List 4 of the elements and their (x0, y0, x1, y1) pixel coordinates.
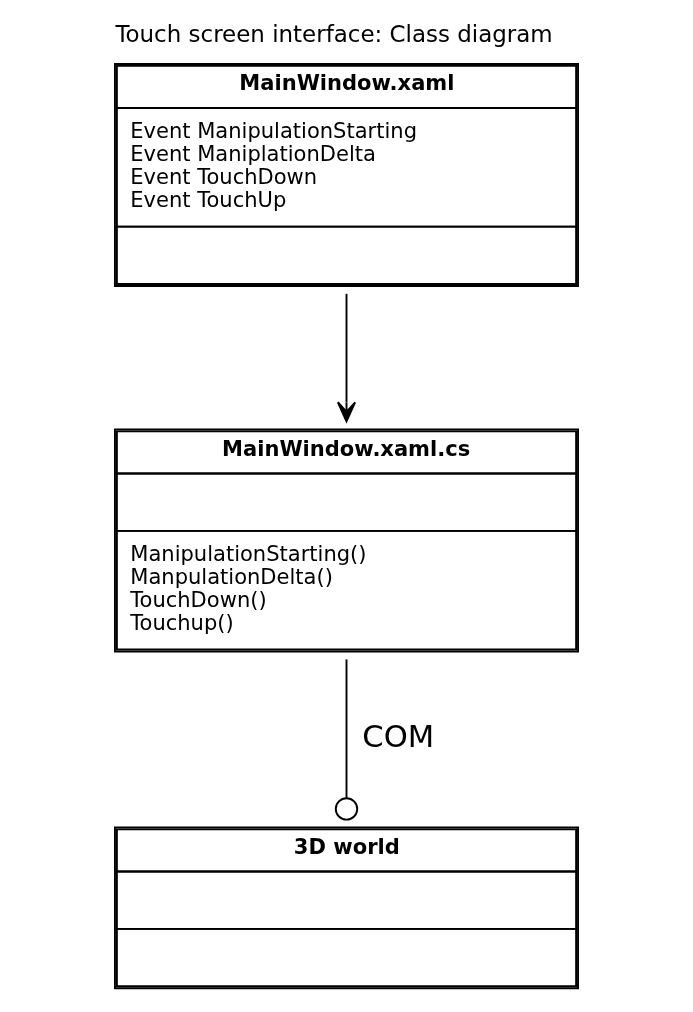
diagram-title: Touch screen interface: Class diagram (115, 21, 553, 48)
edge-label: COM (362, 718, 435, 754)
connector (334, 658, 359, 821)
arrow (336, 292, 357, 423)
